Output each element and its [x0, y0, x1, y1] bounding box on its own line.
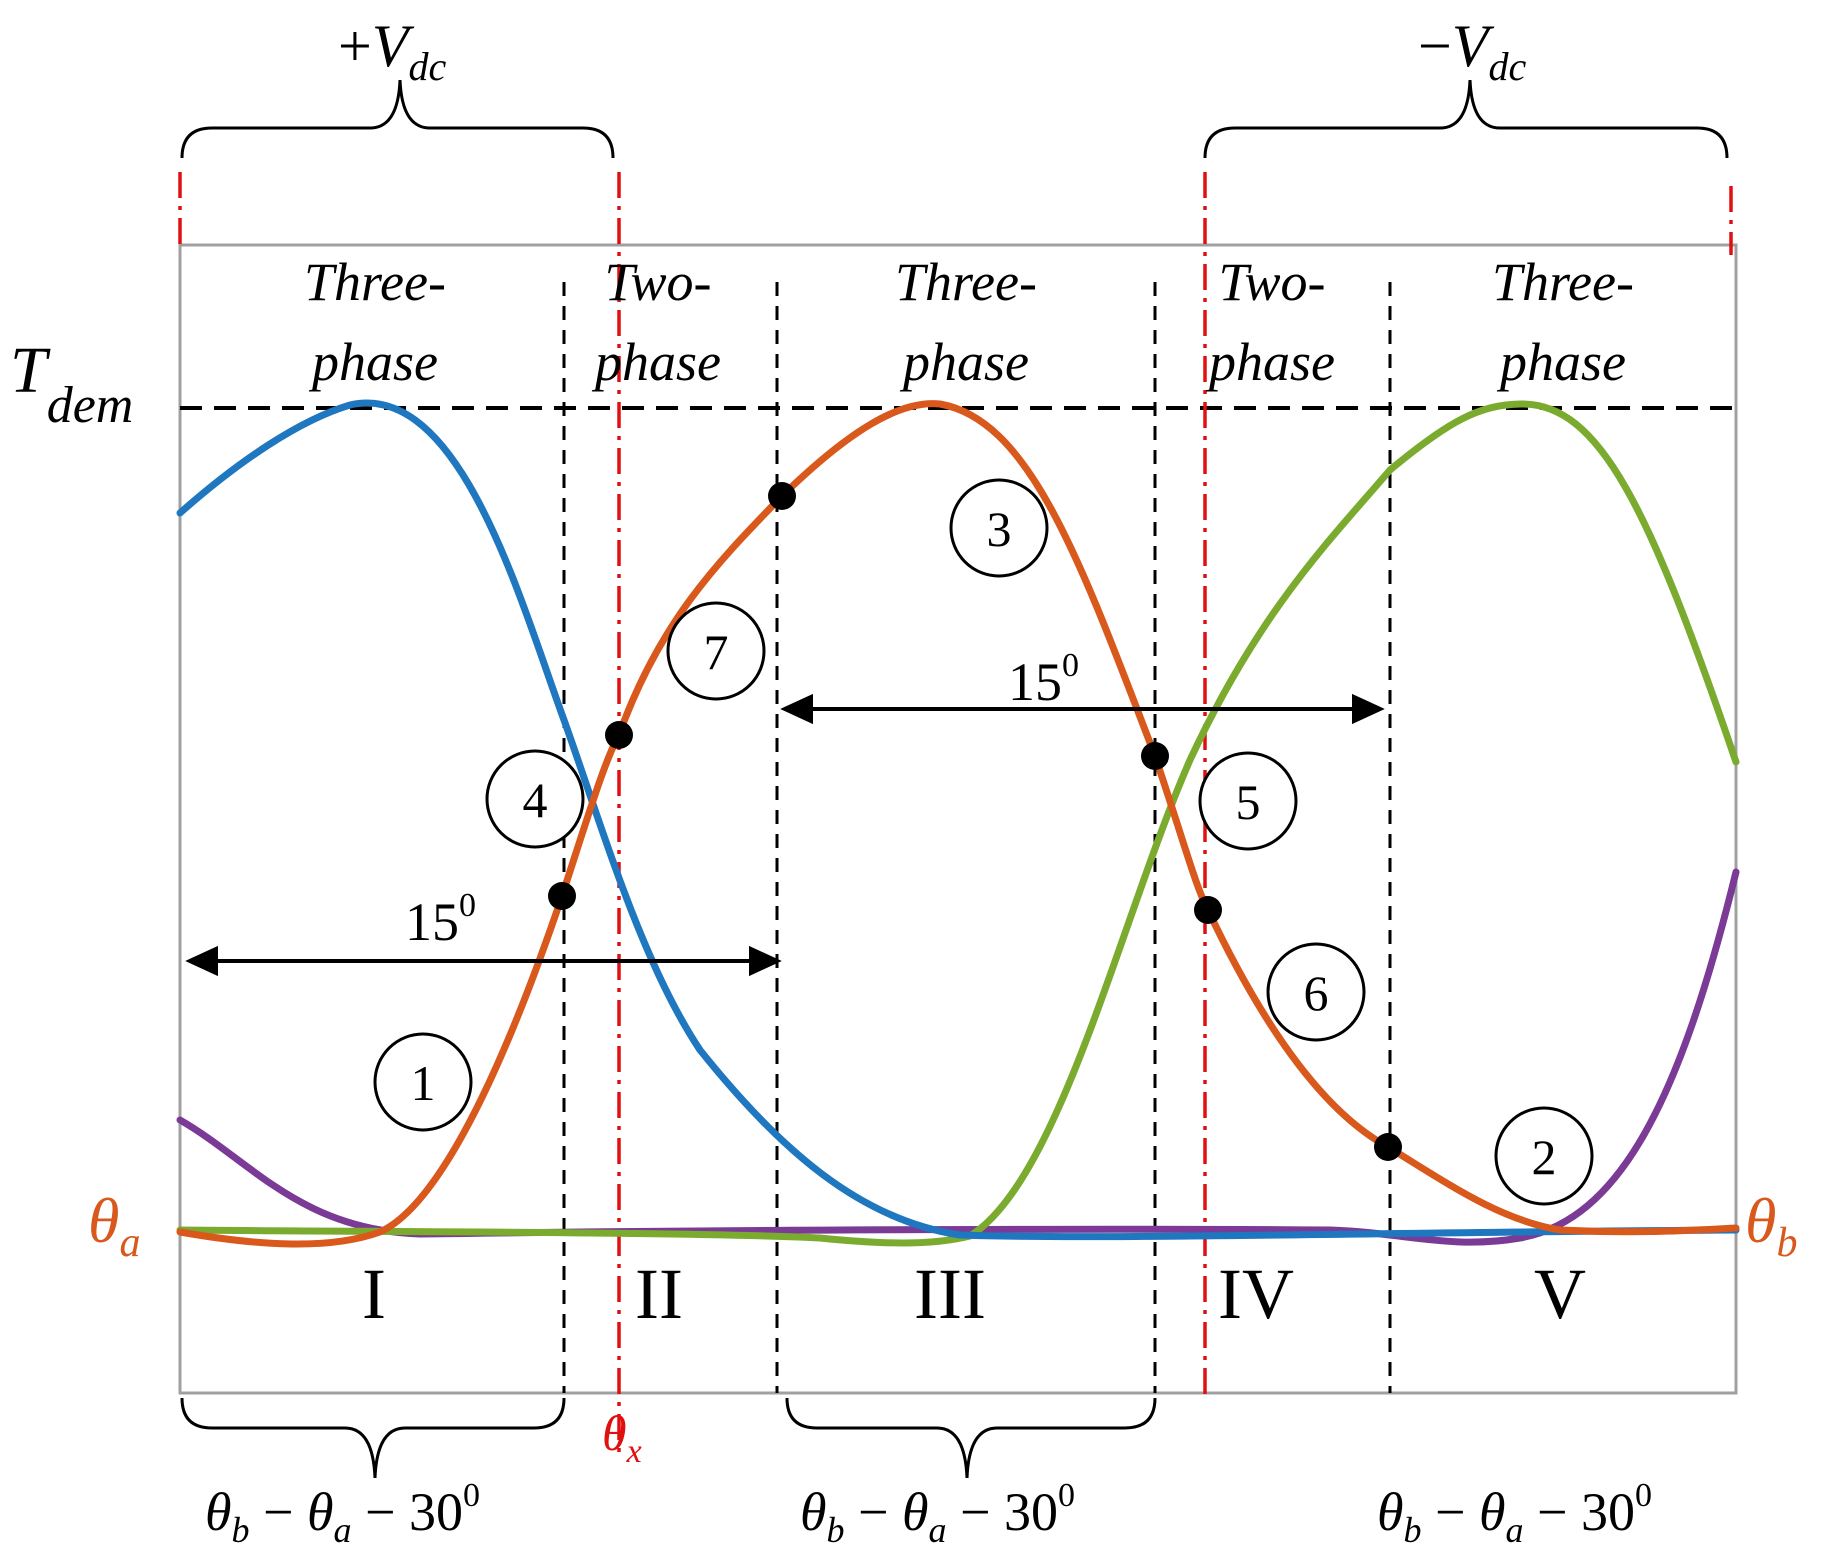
arrow-15-lower-head-left — [185, 945, 218, 977]
marker-label-3: 3 — [987, 501, 1012, 557]
point-a — [548, 882, 576, 910]
point-e — [1194, 896, 1222, 924]
marker-circle-4 — [485, 749, 585, 849]
point-d — [1141, 742, 1169, 770]
region-label-3: III — [914, 1254, 986, 1334]
arrow-15-upper-head-right — [1352, 693, 1385, 725]
brace-bottom-1 — [180, 1397, 566, 1479]
region-label-4: IV — [1218, 1254, 1294, 1334]
vdc-positive-label: +Vdc — [338, 13, 447, 89]
phase-label-1-line2: phase — [308, 332, 438, 392]
arrow-15-lower-head-right — [749, 945, 782, 977]
circled-markers — [373, 478, 1594, 1206]
curve-purple — [176, 868, 1740, 1246]
region-label-1: I — [362, 1254, 386, 1334]
angle-label-lower: 150 — [405, 887, 476, 952]
bottom-expression-2: θb − θa − 300 — [800, 1477, 1075, 1550]
marker-circle-5 — [1198, 751, 1298, 851]
angle-label-upper: 150 — [1008, 647, 1079, 712]
theta-a-label: θa — [88, 1185, 140, 1266]
arrow-15-upper-head-left — [780, 693, 813, 725]
plot-frame — [178, 243, 1738, 1395]
marker-circle-2 — [1494, 1106, 1594, 1206]
phase-label-3-line1: Three- — [895, 252, 1037, 312]
marker-label-6: 6 — [1304, 965, 1329, 1021]
marker-label-1: 1 — [411, 1055, 436, 1111]
phase-label-5-line1: Three- — [1492, 252, 1634, 312]
region-label-5: V — [1534, 1254, 1586, 1334]
brace-pos-vdc — [180, 79, 615, 159]
marker-circle-7 — [666, 601, 766, 701]
bottom-expression-3: θb − θa − 300 — [1377, 1477, 1652, 1550]
curve-blue — [176, 399, 1740, 1241]
tdem-label: Tdem — [10, 334, 133, 434]
point-b — [605, 721, 633, 749]
phase-label-1-line1: Three- — [304, 252, 446, 312]
vdc-negative-label: −Vdc — [1418, 13, 1527, 89]
point-f — [1374, 1133, 1402, 1161]
marker-label-2: 2 — [1532, 1129, 1557, 1185]
angle-arrows — [185, 693, 1385, 977]
bottom-braces — [180, 1397, 1157, 1479]
commutation-points — [548, 482, 1402, 1161]
marker-circle-1 — [373, 1032, 473, 1132]
brace-neg-vdc — [1203, 79, 1729, 159]
top-braces — [180, 79, 1729, 159]
bottom-expression-1: θb − θa − 300 — [205, 1477, 480, 1550]
marker-label-7: 7 — [704, 624, 729, 680]
marker-circle-6 — [1266, 942, 1366, 1042]
phase-label-2-line1: Two- — [604, 252, 711, 312]
marker-label-4: 4 — [523, 772, 548, 828]
brace-bottom-2 — [785, 1397, 1157, 1479]
curve-green — [176, 400, 1740, 1247]
point-c — [768, 482, 796, 510]
phase-label-4-line1: Two- — [1218, 252, 1325, 312]
theta-x-label: θx — [602, 1405, 642, 1470]
phase-label-4-line2: phase — [1205, 332, 1335, 392]
phase-label-3-line2: phase — [899, 332, 1029, 392]
theta-b-label: θb — [1745, 1185, 1797, 1266]
marker-label-5: 5 — [1236, 774, 1261, 830]
phase-label-2-line2: phase — [591, 332, 721, 392]
region-label-2: II — [635, 1254, 683, 1334]
marker-circle-3 — [949, 478, 1049, 578]
phase-label-5-line2: phase — [1496, 332, 1626, 392]
